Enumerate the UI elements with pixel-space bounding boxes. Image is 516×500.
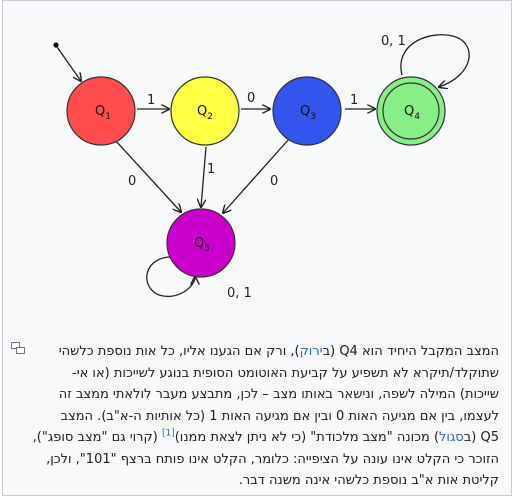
edge-q3-q5 xyxy=(223,138,290,213)
label-q3-q5: 0 xyxy=(270,174,278,189)
enlarge-icon[interactable] xyxy=(11,342,25,354)
edge-q1-q5 xyxy=(114,139,181,212)
green-link[interactable]: ירוק xyxy=(299,344,323,359)
caption-line: המצב המקבל היחיד הוא Q4 (בירוק), ורק אם … xyxy=(58,344,499,359)
state-q2: Q2 xyxy=(170,76,240,146)
loop-q4 xyxy=(400,34,470,87)
caption-line: שייכות) המילה לשפה, ונישאר באותו מצב – ל… xyxy=(58,387,499,402)
state-q1: Q1 xyxy=(66,76,136,146)
purple-link[interactable]: סגול xyxy=(439,430,464,445)
label-q1-q2: 1 xyxy=(147,93,155,108)
state-q3: Q3 xyxy=(272,76,342,146)
state-diagram: 1 0 1 0, 1 0 1 0 0, 1 Q1 Q2 Q3 Q4 Q5 xyxy=(53,34,470,301)
edge-q2-q5 xyxy=(201,146,207,207)
figure-caption: המצב המקבל היחיד הוא Q4 (בירוק), ורק אם … xyxy=(15,341,499,492)
label-q2-q3: 0 xyxy=(247,91,255,106)
caption-line: Q5 (בסגול) מכונה "מצב מלכודת" (כי לא נית… xyxy=(32,428,499,445)
state-q5: Q5 xyxy=(166,208,236,278)
label-q5-loop: 0, 1 xyxy=(227,286,252,301)
reference-link[interactable]: [1] xyxy=(161,428,175,439)
caption-line: לעצמו, בין אם מגיעה האות 0 ובין אם מגיעה… xyxy=(60,408,500,424)
state-q4: Q4 xyxy=(376,76,446,146)
caption-line: קליטת אות א"ב נוספת כלשהי אינה משנה דבר. xyxy=(238,473,499,488)
svg-text:Q3: Q3 xyxy=(300,104,316,122)
svg-text:Q4: Q4 xyxy=(404,104,420,122)
label-q2-q5: 1 xyxy=(207,162,215,177)
label-q4-loop: 0, 1 xyxy=(381,34,406,49)
label-q1-q5: 0 xyxy=(128,174,136,189)
svg-text:Q1: Q1 xyxy=(95,104,111,122)
start-arrow xyxy=(56,46,81,81)
caption-line: שתוקלד/תיקרא לא תשפיע על קביעת האוטומט ה… xyxy=(72,365,499,381)
svg-text:Q5: Q5 xyxy=(194,236,210,254)
start-dot xyxy=(53,42,59,48)
label-q3-q4: 1 xyxy=(350,93,358,108)
loop-q5 xyxy=(146,256,195,298)
svg-text:Q2: Q2 xyxy=(197,104,213,122)
caption-line: הזוכר כי הקלט אינו עונה על הציפייה: כלומ… xyxy=(46,451,499,467)
